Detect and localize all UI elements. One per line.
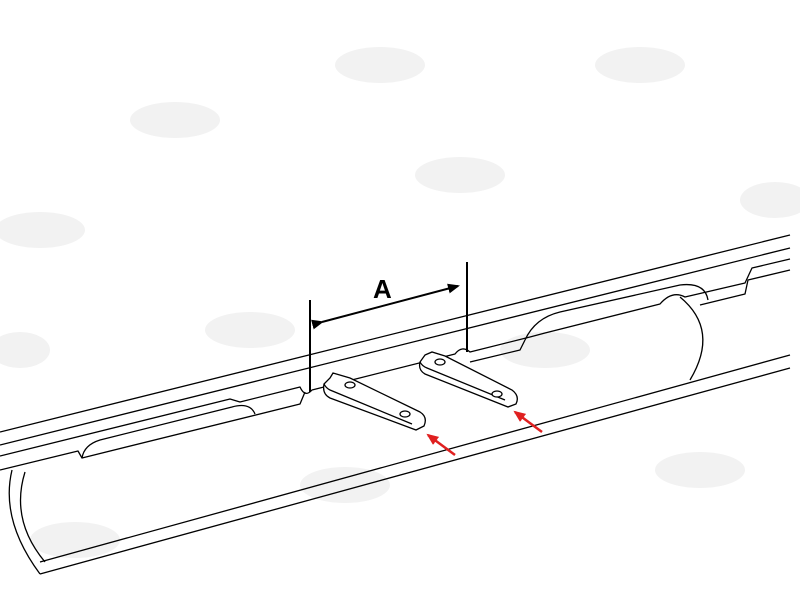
mount-plate-1 (322, 372, 426, 431)
barrel-end-left (8, 469, 41, 575)
pointer-arrow-1 (426, 433, 456, 457)
pointer-arrows (426, 410, 543, 457)
barrel-bottom-edge-2 (39, 367, 791, 575)
rail-upper-face (0, 247, 791, 446)
barrel-bottom-edge (39, 354, 791, 563)
mount-plate-2 (418, 351, 518, 408)
watermark-pattern (0, 47, 800, 558)
rail-slot-right (524, 283, 709, 341)
rail-tube (0, 234, 791, 575)
rail-step-line (0, 269, 791, 471)
barrel-end-left-inner (19, 471, 46, 563)
dimension-arrow-line (311, 283, 460, 330)
rail-lower-edge (0, 258, 791, 457)
pointer-arrow-2 (513, 410, 543, 434)
rail-slot-left (81, 404, 256, 459)
rail-top-edge (0, 234, 791, 433)
barrel-cylinder-right (679, 296, 704, 381)
dimension-a (309, 262, 468, 392)
dimension-label: A (373, 274, 392, 304)
